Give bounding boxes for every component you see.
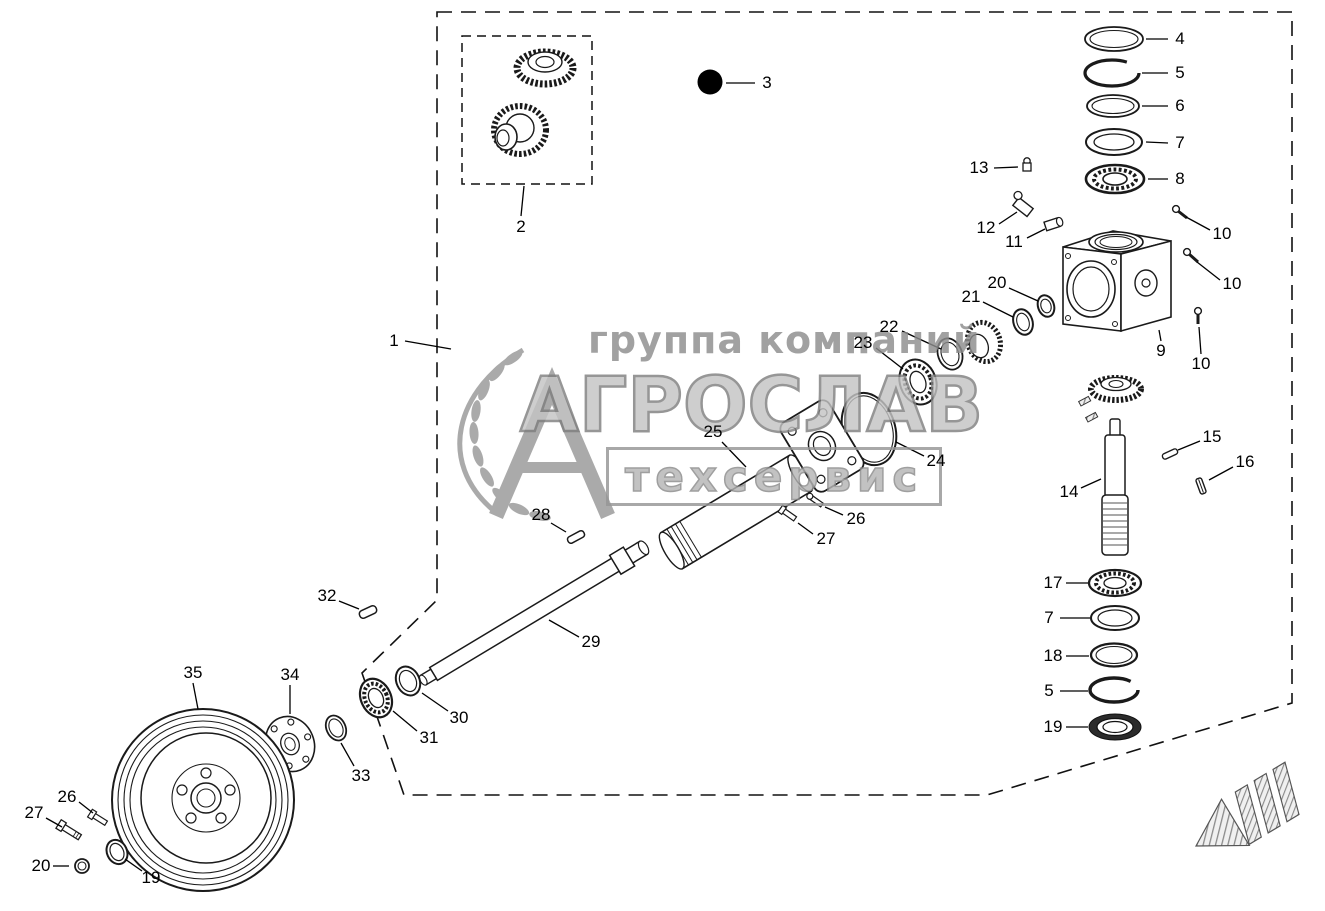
part-5b-circlip <box>1088 676 1140 704</box>
leader-line-28 <box>550 522 567 533</box>
leader-line-2 <box>520 185 525 217</box>
part-22-washer <box>936 337 964 371</box>
leader-line-16 <box>1208 466 1234 481</box>
leader-line-19 <box>124 858 143 872</box>
part-25-tube <box>658 454 814 570</box>
part-23-bearing <box>898 358 938 406</box>
part-19c-ring <box>105 838 129 866</box>
part-27-screw <box>777 504 798 522</box>
leader-line-1 <box>404 340 452 350</box>
leader-line-27 <box>45 817 63 828</box>
part-29-shaft <box>418 540 650 686</box>
part-14-shaft <box>1101 418 1129 556</box>
leader-line-9 <box>1158 329 1162 342</box>
part-bevel-gear <box>1088 375 1144 403</box>
leader-line-10 <box>1198 326 1202 355</box>
leader-line-13 <box>993 166 1019 169</box>
part-26-screw <box>806 492 825 508</box>
leader-line-7 <box>1145 141 1169 144</box>
part-33-ring <box>324 714 348 742</box>
leader-line-10 <box>1185 216 1211 231</box>
part-13-fitting <box>1022 157 1032 172</box>
part-32-key <box>358 604 378 620</box>
leader-line-12 <box>998 211 1018 225</box>
part-21-ring <box>1012 308 1034 336</box>
part-19b-seal <box>1088 713 1142 741</box>
leader-line-14 <box>1080 478 1102 489</box>
leader-line-20 <box>1008 287 1039 302</box>
leader-line-31 <box>392 710 418 732</box>
leader-line-35 <box>192 682 199 710</box>
leader-line-25 <box>721 441 747 468</box>
leader-line-32 <box>338 600 360 610</box>
watermark-logo-icon <box>457 347 615 521</box>
part-35-pulley <box>111 708 295 892</box>
part-28-key <box>566 529 586 545</box>
part-17-bearing <box>1087 568 1143 598</box>
leader-line-21 <box>982 301 1014 318</box>
part-9-housing <box>1062 230 1172 333</box>
part-7b-ring <box>1090 605 1140 631</box>
part-3-plug <box>697 69 723 95</box>
part-gear-cluster <box>964 319 1004 365</box>
part-18-ring <box>1089 642 1139 668</box>
part-7-ring <box>1085 128 1143 156</box>
part-2-bevel-gears <box>491 48 577 157</box>
part-11-plug <box>1043 216 1064 232</box>
leader-line-33 <box>340 742 355 767</box>
leader-line-27 <box>797 522 814 535</box>
part-8-bearing <box>1084 163 1146 195</box>
part-31-bearing <box>358 677 394 719</box>
leader-line-10 <box>1196 261 1221 281</box>
part-6-ring <box>1086 94 1140 118</box>
leader-line-26 <box>824 506 844 516</box>
part-16-pin <box>1195 477 1207 495</box>
leader-line-30 <box>421 692 449 712</box>
part-30-ring <box>394 665 422 697</box>
part-27b-bolt <box>55 818 83 841</box>
leader-line-11 <box>1026 228 1046 239</box>
small-keys <box>1077 395 1099 423</box>
part-25-flange <box>779 399 865 493</box>
leader-line-22 <box>901 330 942 350</box>
leader-line-26 <box>78 801 94 814</box>
part-2-box <box>461 35 593 185</box>
page-corner-arrow-icon <box>1194 761 1300 847</box>
part-15-pin <box>1161 448 1179 460</box>
leader-line-23 <box>875 347 904 370</box>
leader-line-15 <box>1177 440 1201 451</box>
part-26b-screw <box>86 808 109 827</box>
part-12-fitting <box>1011 190 1035 218</box>
part-5-circlip <box>1083 58 1141 88</box>
leader-line-29 <box>548 619 580 638</box>
part-20b-ring <box>74 858 90 874</box>
part-10-bolt-b <box>1182 247 1199 264</box>
part-4-ring <box>1084 26 1144 52</box>
diagram-boundary <box>361 11 1293 796</box>
part-10-bolt-c <box>1193 306 1203 324</box>
leader-line-24 <box>895 441 925 457</box>
part-10-bolt-a <box>1171 204 1188 220</box>
part-20-ring <box>1036 294 1056 318</box>
